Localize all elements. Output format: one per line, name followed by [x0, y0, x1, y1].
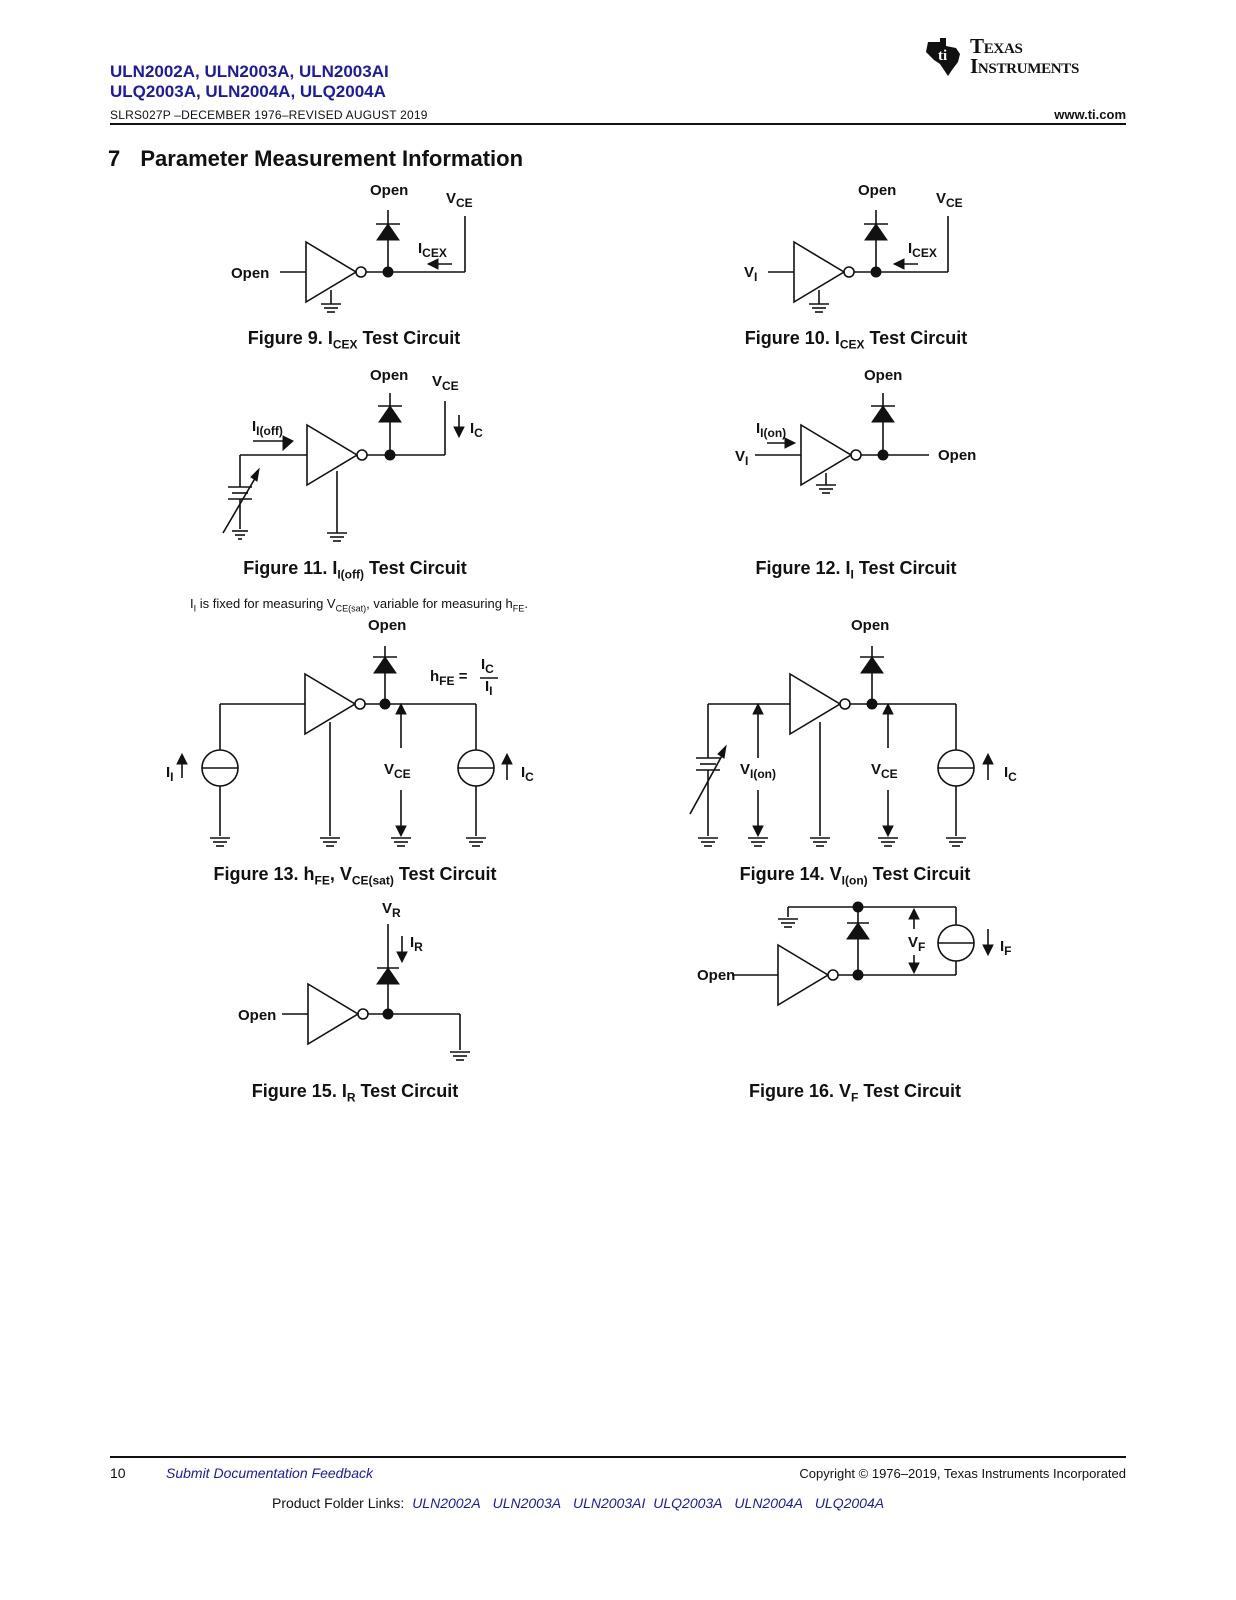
fig15-vr-label: VR: [382, 900, 401, 920]
figure-9-caption: Figure 9. ICEX Test Circuit: [247, 328, 461, 352]
website-link[interactable]: www.ti.com: [1054, 107, 1126, 122]
product-link-uln2004a[interactable]: ULN2004A: [734, 1495, 803, 1511]
product-link-uln2003a[interactable]: ULN2003A: [492, 1495, 562, 1511]
figure-12-circuit: [755, 393, 929, 494]
fig13-ic-label: IC: [521, 764, 534, 784]
fig13-hfe-numerator: IC: [481, 656, 494, 676]
section-heading: 7 Parameter Measurement Information: [108, 146, 523, 172]
product-link-uln2003ai[interactable]: ULN2003AI: [572, 1495, 646, 1511]
ti-logo: ti Texas Instruments: [922, 34, 1108, 80]
header-rule: [110, 123, 1126, 125]
fig12-vi-label: VI: [735, 448, 749, 468]
figure-9-circuit: [280, 210, 466, 313]
fig9-icex-label: ICEX: [418, 240, 447, 260]
logo-text-texas: Texas: [970, 34, 1023, 58]
product-link-ulq2003a[interactable]: ULQ2003A: [653, 1495, 723, 1511]
fig12-output-label: Open: [938, 447, 977, 464]
fig13-note: II is fixed for measuring VCE(sat), vari…: [190, 596, 528, 614]
figure-10-circuit: [768, 210, 949, 313]
fig12-diode-label: Open: [864, 367, 903, 384]
fig11-ii-off-label: II(off): [252, 418, 283, 438]
figure-11-caption: Figure 11. II(off) Test Circuit: [243, 558, 467, 582]
figure-14-circuit: [689, 646, 994, 847]
fig13-hfe-label: hFE =: [430, 668, 468, 688]
svg-text:ti: ti: [938, 48, 947, 64]
fig14-vce-label: VCE: [871, 761, 898, 781]
copyright: Copyright © 1976–2019, Texas Instruments…: [799, 1466, 1126, 1481]
part-numbers-line-2: ULQ2003A, ULN2004A, ULQ2004A: [110, 82, 386, 101]
figure-12-caption: Figure 12. II Test Circuit: [755, 558, 957, 582]
fig14-diode-label: Open: [851, 617, 890, 634]
figure-13-caption: Figure 13. hFE, VCE(sat) Test Circuit: [213, 864, 497, 888]
fig11-diode-label: Open: [370, 367, 409, 384]
fig10-vi-label: VI: [744, 264, 758, 284]
product-links-label: Product Folder Links:: [272, 1495, 405, 1511]
fig11-vce-label: VCE: [432, 373, 459, 393]
texas-state-icon: ti: [926, 38, 960, 76]
fig13-vce-label: VCE: [384, 761, 411, 781]
fig14-ic-label: IC: [1004, 764, 1017, 784]
figure-15-caption: Figure 15. IR Test Circuit: [251, 1081, 459, 1105]
figure-16-caption: Figure 16. VF Test Circuit: [748, 1081, 962, 1105]
fig15-input-label: Open: [238, 1007, 277, 1024]
section-number: 7: [108, 146, 121, 171]
product-link-ulq2004a[interactable]: ULQ2004A: [814, 1495, 885, 1511]
fig16-vf-label: VF: [908, 934, 926, 954]
part-numbers-line-1: ULN2002A, ULN2003A, ULN2003AI: [110, 62, 389, 81]
logo-text-instruments: Instruments: [970, 54, 1080, 78]
product-folder-links: Product Folder Links: ULN2002A ULN2003A …: [272, 1495, 884, 1511]
product-link-uln2002a[interactable]: ULN2002A: [412, 1495, 481, 1511]
feedback-link[interactable]: Submit Documentation Feedback: [166, 1465, 373, 1481]
fig9-vce-label: VCE: [446, 190, 473, 210]
figure-16-circuit: [732, 901, 994, 1007]
fig10-diode-label: Open: [858, 182, 897, 199]
fig10-vce-label: VCE: [936, 190, 963, 210]
footer-rule: [110, 1456, 1126, 1458]
fig9-diode-label: Open: [370, 182, 409, 199]
fig9-input-label: Open: [231, 265, 270, 282]
fig12-ii-on-label: II(on): [756, 420, 787, 440]
document-revision: SLRS027P –DECEMBER 1976–REVISED AUGUST 2…: [110, 108, 428, 122]
fig10-icex-label: ICEX: [908, 240, 937, 260]
fig14-vi-on-label: VI(on): [740, 761, 777, 781]
fig13-hfe-denominator: II: [485, 678, 493, 698]
figure-13-circuit: [176, 646, 513, 847]
figure-14-caption: Figure 14. VI(on) Test Circuit: [739, 864, 971, 888]
section-title: Parameter Measurement Information: [140, 146, 524, 171]
figure-15-circuit: [282, 924, 470, 1061]
fig16-if-label: IF: [1000, 938, 1012, 958]
page-number: 10: [110, 1465, 126, 1481]
fig13-diode-label: Open: [368, 617, 407, 634]
figure-10-caption: Figure 10. ICEX Test Circuit: [744, 328, 968, 352]
figure-11-circuit: [222, 393, 465, 542]
fig13-ii-label: II: [166, 764, 174, 784]
fig11-ic-label: IC: [470, 420, 483, 440]
fig15-ir-label: IR: [410, 934, 423, 954]
fig16-input-label: Open: [697, 967, 736, 984]
